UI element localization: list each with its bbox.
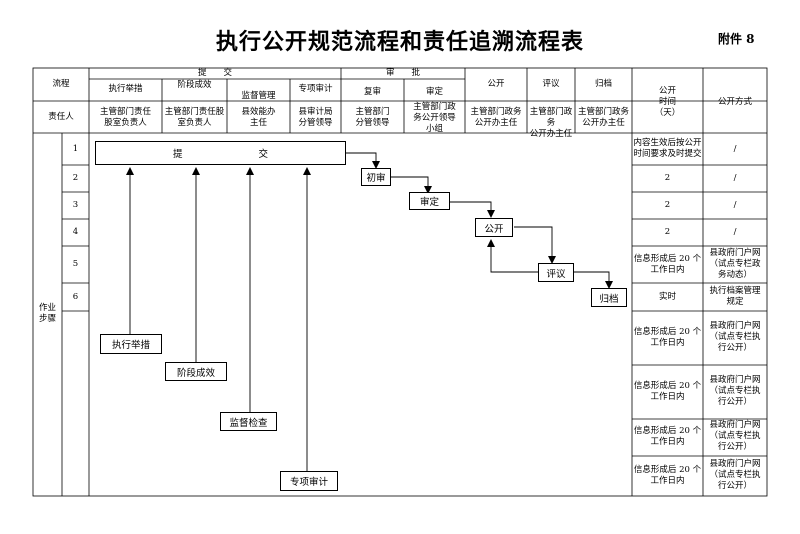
attachment-label: 附件 8: [718, 32, 755, 46]
row-method: 执行档案管理 规定: [709, 286, 761, 307]
step-number: 3: [72, 200, 79, 210]
initial-review-box: 初审: [361, 168, 391, 186]
evaluate-box: 评议: [538, 263, 574, 282]
approval-box: 审定: [409, 192, 450, 210]
row-time: 实时: [658, 292, 676, 302]
publish-box: 公开: [475, 218, 513, 237]
step-number: 5: [72, 259, 79, 269]
row-method: /: [733, 173, 737, 183]
row-method: 县政府门户网 （试点专栏执 行公开）: [709, 459, 761, 491]
resp-publish: 主管部门政务 公开办主任: [470, 107, 522, 128]
header-responsible: 责任人: [48, 112, 74, 122]
header-approve: 审定: [425, 87, 443, 97]
resp-recheck: 主管部门 分管领导: [355, 107, 390, 128]
row-method: 县政府门户网 （试点专栏执 行公开）: [709, 321, 761, 353]
row-method: 县政府门户网 （试点专栏执 行公开）: [709, 375, 761, 407]
resp-approve: 主管部门政 务公开领导 小组: [413, 102, 456, 134]
header-archive: 归档: [594, 79, 612, 89]
header-audit: 专项审计: [298, 84, 333, 94]
step-number: 2: [72, 173, 79, 183]
row-method: 县政府门户网 （试点专栏政 务动态）: [709, 248, 761, 280]
step-number: 6: [72, 292, 79, 302]
row-time: 信息形成后 20 个 工作日内: [633, 381, 702, 402]
resp-stage: 主管部门责任股 室负责人: [164, 107, 225, 128]
submit-box: 提 交: [95, 141, 346, 165]
row-method: /: [733, 200, 737, 210]
resp-audit: 县审计局 分管领导: [298, 107, 333, 128]
archive-box: 归档: [591, 288, 627, 307]
resp-archive: 主管部门政务 公开办主任: [577, 107, 629, 128]
execute-box: 执行举措: [100, 334, 162, 354]
row-time: 信息形成后 20 个 工作日内: [633, 254, 702, 275]
header-execute: 执行举措: [108, 84, 143, 94]
row-time: 2: [664, 227, 671, 237]
header-review: 审 批: [385, 68, 420, 78]
row-time: 2: [664, 200, 671, 210]
header-publish: 公开: [487, 79, 505, 89]
row-time: 信息形成后 20 个 工作日内: [633, 327, 702, 348]
row-method: /: [733, 227, 737, 237]
row-time: 信息形成后 20 个 工作日内: [633, 426, 702, 447]
work-steps-label: 作业 步骤: [38, 303, 56, 324]
row-method: /: [733, 144, 737, 154]
resp-evaluate: 主管部门政务 公开办主任: [529, 107, 573, 139]
step-number: 1: [72, 144, 79, 154]
page-title: 执行公开规范流程和责任追溯流程表: [215, 29, 584, 55]
header-pub-method: 公开方式: [717, 97, 752, 107]
flow-arrows: [126, 152, 613, 471]
row-time: 信息形成后 20 个 工作日内: [633, 465, 702, 486]
row-time: 2: [664, 173, 671, 183]
header-recheck: 复审: [363, 87, 381, 97]
header-supervise: 监督管理: [241, 91, 276, 101]
stage-box: 阶段成效: [165, 362, 227, 381]
resp-execute: 主管部门责任 股室负责人: [99, 107, 151, 128]
header-submit: 提 交: [197, 68, 232, 78]
header-evaluate: 评议: [542, 79, 560, 89]
header-stage: 阶段成效: [177, 80, 212, 90]
header-process: 流程: [52, 79, 70, 89]
supervise-box: 监督检查: [220, 412, 277, 431]
row-method: 县政府门户网 （试点专栏执 行公开）: [709, 420, 761, 452]
row-time: 内容生效后按公开 时间要求及时提交: [633, 138, 702, 159]
step-number: 4: [72, 227, 79, 237]
header-pub-time: 公开 时间 （天）: [654, 86, 681, 118]
resp-supervise: 县效能办 主任: [241, 107, 276, 128]
audit-box: 专项审计: [280, 471, 338, 491]
